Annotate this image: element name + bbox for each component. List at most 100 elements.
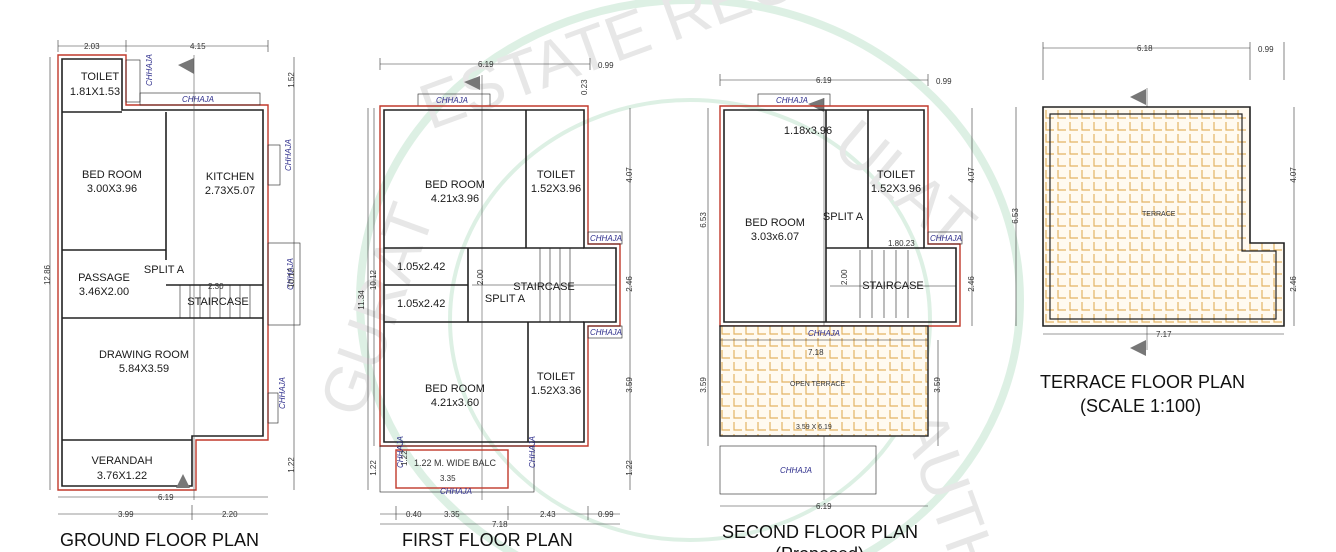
room-name: SPLIT A <box>144 264 185 276</box>
room-size: 3.46X2.00 <box>79 286 129 298</box>
dim-right-4: 1.22 <box>625 460 634 476</box>
room-name: TOILET <box>81 71 120 83</box>
second-floor-title: SECOND FLOOR PLAN <box>722 522 918 542</box>
room-name: TOILET <box>537 371 576 383</box>
room-size: 1.81X1.53 <box>70 86 120 98</box>
scale-label: (SCALE 1:100) <box>1080 396 1201 416</box>
terrace-floor-plan: 6.18 0.99 TERRACE 6.53 4.07 2.46 7.17 TE… <box>1011 42 1298 416</box>
ground-floor-plan: 2.03 4.15 CHHAJA CHHAJA TOILET 1.81X1.53… <box>43 40 301 550</box>
room-name: BED ROOM <box>425 179 485 191</box>
room-size: 1.18x3.96 <box>784 125 832 137</box>
section-marker-a-icon <box>1130 89 1146 105</box>
room-name: SPLIT A <box>823 211 864 223</box>
stair-dim: 2.00 <box>476 269 485 285</box>
section-marker-a-prime-icon <box>176 474 190 488</box>
dim-right-1: 4.07 <box>625 167 634 183</box>
room-size: 4.21x3.96 <box>431 193 479 205</box>
chhaja-label: CHHAJA <box>278 377 287 409</box>
dim-top-right: 0.99 <box>1258 45 1274 54</box>
dim-bottom-total: 7.18 <box>492 520 508 529</box>
dim-balcony-height: 1.22 <box>400 450 409 466</box>
dim-bottom: 6.19 <box>816 502 832 511</box>
chhaja-label: CHHAJA <box>780 466 812 475</box>
dim-left: 12.86 <box>43 264 52 285</box>
first-floor-title: FIRST FLOOR PLAN <box>402 530 573 550</box>
dim-right-2: 2.46 <box>967 276 976 292</box>
room-name: BED ROOM <box>745 217 805 229</box>
terrace-label: TERRACE <box>1142 211 1176 218</box>
room-name: BED ROOM <box>82 169 142 181</box>
dim-right-2: 2.46 <box>625 276 634 292</box>
chhaja-label: CHHAJA <box>776 96 808 105</box>
chhaja-label: CHHAJA <box>286 258 295 290</box>
dim-small: 0.23 <box>580 79 589 95</box>
room-name: DRAWING ROOM <box>99 349 189 361</box>
chhaja-label: CHHAJA <box>396 436 405 468</box>
room-size: 5.84X3.59 <box>119 363 169 375</box>
dim-stair-small: 1.80.23 <box>888 239 915 248</box>
dim-top-right: 4.15 <box>190 42 206 51</box>
chhaja-label: CHHAJA <box>284 139 293 171</box>
chhaja-label: CHHAJA <box>808 329 840 338</box>
room-size: 3.00X3.96 <box>87 183 137 195</box>
chhaja-label: CHHAJA <box>528 436 537 468</box>
dim-right-2: 2.46 <box>1289 276 1298 292</box>
dim-right-mid: 10.12 <box>287 267 296 288</box>
room-name: STAIRCASE <box>862 280 924 292</box>
room-size: 1.05x2.42 <box>397 261 445 273</box>
room-name: PASSAGE <box>78 272 130 284</box>
dim-left-bottom: 1.22 <box>369 460 378 476</box>
dim-left-1: 6.53 <box>699 212 708 228</box>
room-name: TOILET <box>537 169 576 181</box>
room-size: 1.52X3.96 <box>531 183 581 195</box>
dim-bottom: 7.17 <box>1156 330 1172 339</box>
chhaja-label: CHHAJA <box>145 54 154 86</box>
dim-top: 6.19 <box>478 60 494 69</box>
chhaja-label: CHHAJA <box>590 328 622 337</box>
dim-right-top: 1.52 <box>287 72 296 88</box>
section-marker-a-icon <box>178 58 194 74</box>
dim-bottom-b: 3.35 <box>444 510 460 519</box>
first-floor-plan: 6.19 0.99 0.23 CHHAJA BED ROOM 4.21x3.96… <box>357 58 634 550</box>
room-name: TOILET <box>877 169 916 181</box>
dim-top-left: 2.03 <box>84 42 100 51</box>
room-name: STAIRCASE <box>513 281 575 293</box>
dim-top: 6.18 <box>1137 44 1153 53</box>
dim-bottom-total: 6.19 <box>158 493 174 502</box>
dim-right-bottom: 1.22 <box>287 457 296 473</box>
room-size: 4.21x3.60 <box>431 397 479 409</box>
room-name: OPEN TERRACE <box>790 381 845 388</box>
room-size: 1.52X3.96 <box>871 183 921 195</box>
dim-top: 6.19 <box>816 76 832 85</box>
room-name: BED ROOM <box>425 383 485 395</box>
chhaja-label: CHHAJA <box>436 96 468 105</box>
svg-text:ESTATE REG: ESTATE REG <box>410 0 807 143</box>
dim-right-1: 4.07 <box>967 167 976 183</box>
room-size: 2.73X5.07 <box>205 185 255 197</box>
dim-right-1: 4.07 <box>1289 167 1298 183</box>
ground-floor-title: GROUND FLOOR PLAN <box>60 530 259 550</box>
balcony-label: 1.22 M. WIDE BALC <box>414 458 497 468</box>
dim-left-inner: 10.12 <box>369 269 378 290</box>
stair-dim: 2.00 <box>840 269 849 285</box>
dim-bottom-d: 0.99 <box>598 510 614 519</box>
room-name: KITCHEN <box>206 171 254 183</box>
chhaja-label: CHHAJA <box>590 234 622 243</box>
dim-terrace-width: 7.18 <box>808 348 824 357</box>
dim-left-outer: 11.34 <box>357 290 366 310</box>
terrace-floor-title: TERRACE FLOOR PLAN <box>1040 372 1245 392</box>
dim-left-2: 3.59 <box>699 377 708 393</box>
dim-bottom-right: 2.20 <box>222 510 238 519</box>
dim-right-3: 3.59 <box>933 377 942 393</box>
dim-bottom-c: 2.43 <box>540 510 556 519</box>
dim-top-right: 0.99 <box>936 77 952 86</box>
section-marker-a-prime-icon <box>1130 340 1146 356</box>
room-size: 1.05x2.42 <box>397 298 445 310</box>
room-name: STAIRCASE <box>187 296 249 308</box>
second-floor-plan: 6.19 0.99 CHHAJA 1.18x3.96 BED ROOM 3.03… <box>699 74 976 552</box>
chhaja-label: CHHAJA <box>440 487 472 496</box>
dim-bottom-a: 0.40 <box>406 510 422 519</box>
chhaja-label: CHHAJA <box>930 234 962 243</box>
dim-bottom-left: 3.99 <box>118 510 134 519</box>
